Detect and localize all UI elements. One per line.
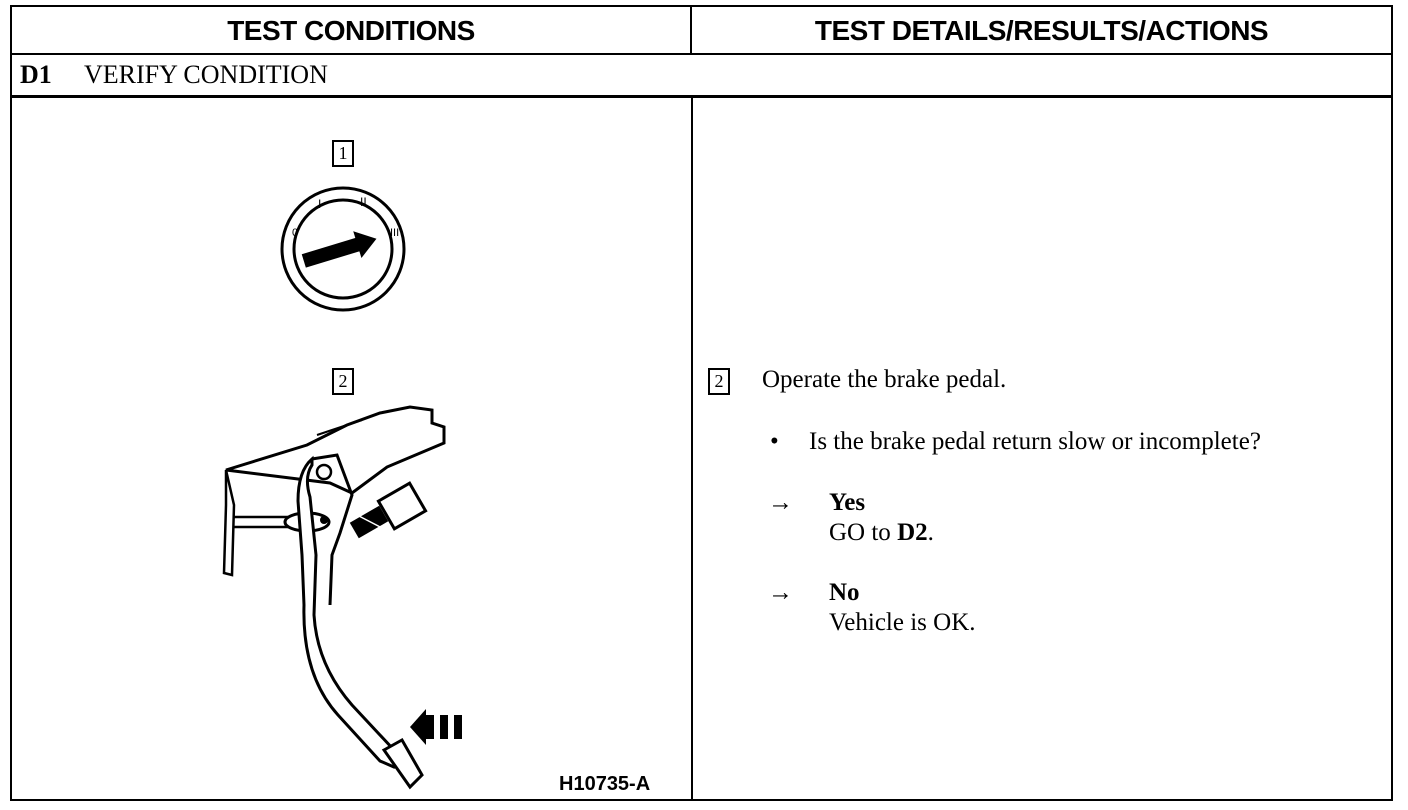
svg-text:0: 0 xyxy=(292,227,298,239)
yes-label: Yes xyxy=(829,489,866,516)
svg-text:III: III xyxy=(390,227,399,239)
no-action: Vehicle is OK. xyxy=(829,609,976,636)
bullet: • xyxy=(770,428,779,455)
arrow-no-icon: → xyxy=(768,579,793,606)
svg-text:I: I xyxy=(318,197,321,211)
step-title-row: D1 VERIFY CONDITION xyxy=(12,55,1391,95)
yes-action-prefix: GO to xyxy=(829,519,898,546)
yes-action-ref: D2 xyxy=(897,519,928,546)
header-test-conditions: TEST CONDITIONS xyxy=(12,7,692,54)
step-id: D1 xyxy=(20,60,52,89)
no-label: No xyxy=(829,579,860,606)
question-text: Is the brake pedal return slow or incomp… xyxy=(809,428,1261,455)
yes-action-suffix: . xyxy=(927,519,934,546)
yes-action: GO to D2. xyxy=(829,519,934,547)
ignition-switch-icon: 0 I II III xyxy=(280,186,406,312)
callout-2: 2 xyxy=(332,368,354,395)
diagnostic-table: TEST CONDITIONS TEST DETAILS/RESULTS/ACT… xyxy=(10,5,1393,801)
divider xyxy=(12,53,1391,55)
callout-1: 1 xyxy=(332,140,354,167)
svg-text:II: II xyxy=(360,195,367,209)
push-arrow-icon xyxy=(410,709,462,745)
step-title: VERIFY CONDITION xyxy=(84,60,328,89)
column-divider xyxy=(691,98,693,799)
callout-2-ref: 2 xyxy=(708,368,730,395)
header-test-details: TEST DETAILS/RESULTS/ACTIONS xyxy=(814,14,1269,46)
arrow-yes-icon: → xyxy=(768,489,793,516)
divider xyxy=(12,95,1391,98)
figure-id: H10735-A xyxy=(559,773,651,795)
brake-pedal-icon xyxy=(222,405,446,790)
instruction-text: Operate the brake pedal. xyxy=(762,366,1007,393)
